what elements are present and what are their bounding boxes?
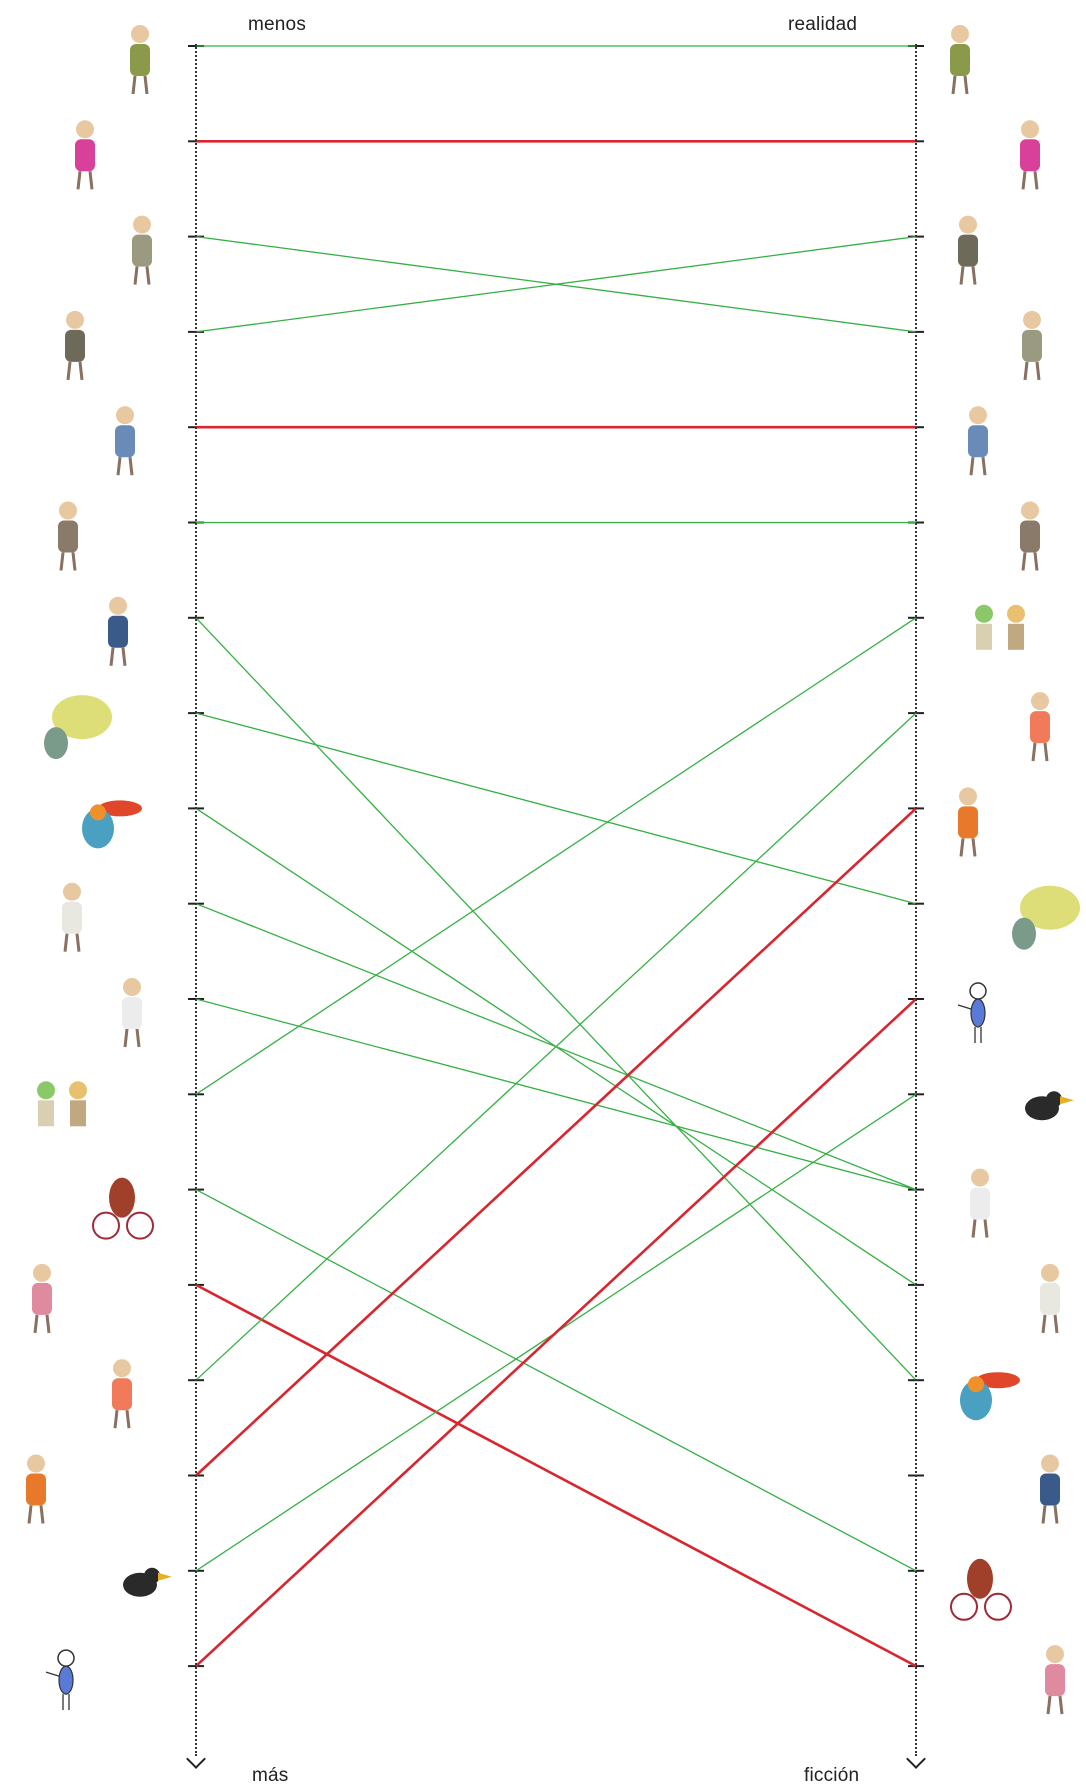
wild-hair-kid-illustration <box>958 787 978 857</box>
stick-figure-illustration <box>957 982 987 1043</box>
connection-line-red <box>195 998 917 1668</box>
white-rabbit-illustration <box>62 882 82 952</box>
red-bird-illustration <box>82 800 142 849</box>
dancing-girl-illustration <box>75 120 95 190</box>
wild-hair-kid-illustration <box>26 1454 46 1524</box>
two-children-illustration <box>37 1081 87 1127</box>
dancing-girl-illustration <box>1020 120 1040 190</box>
connection-line-red <box>195 807 917 1477</box>
label-reality: realidad <box>788 14 858 35</box>
red-balloon-kid-illustration <box>112 1359 132 1429</box>
connection-line-red <box>195 1283 917 1668</box>
right-characters <box>950 25 1080 1715</box>
small-boy-illustration <box>132 215 152 285</box>
mouse-in-dress-illustration <box>1045 1645 1065 1715</box>
connection-line-green <box>195 712 917 1381</box>
red-bird-illustration <box>960 1372 1020 1421</box>
label-less: menos <box>248 14 307 35</box>
connection-line-green <box>195 998 917 1191</box>
black-crow-illustration <box>1025 1091 1074 1121</box>
connection-line-green <box>195 712 917 905</box>
left-characters <box>26 25 172 1711</box>
girl-reading-illustration <box>115 406 135 476</box>
connection-line-green <box>195 1189 917 1572</box>
dog-illustration <box>1020 501 1040 571</box>
label-fiction: ficción <box>804 1765 860 1786</box>
small-boy-illustration <box>1022 310 1042 381</box>
stick-figure-illustration <box>45 1649 75 1711</box>
dog-illustration <box>58 501 78 571</box>
man-with-hat-illustration <box>1040 1454 1060 1524</box>
connections <box>195 45 917 1668</box>
connection-line-green <box>195 617 917 1095</box>
label-more: más <box>252 1765 289 1786</box>
connection-line-green <box>195 617 917 1381</box>
old-man-illustration <box>130 25 150 95</box>
bag-with-cloud-illustration <box>1012 885 1080 950</box>
white-goose-illustration <box>122 978 142 1048</box>
right-axis <box>915 44 917 1756</box>
two-children-illustration <box>975 604 1025 650</box>
man-with-hat-illustration <box>108 596 128 666</box>
white-rabbit-illustration <box>1040 1263 1060 1334</box>
black-crow-illustration <box>123 1567 172 1597</box>
old-man-illustration <box>950 25 970 95</box>
left-axis <box>195 44 197 1756</box>
bearded-man-with-suitcase-illustration <box>958 215 978 285</box>
girl-reading-illustration <box>968 406 988 476</box>
bear-on-bicycle-illustration <box>950 1558 1012 1621</box>
white-goose-illustration <box>970 1168 990 1238</box>
bag-with-cloud-illustration <box>44 695 112 760</box>
bear-on-bicycle-illustration <box>92 1177 154 1240</box>
mouse-in-dress-illustration <box>32 1263 52 1334</box>
connection-line-green <box>195 235 917 333</box>
bearded-man-with-suitcase-illustration <box>65 310 85 381</box>
red-balloon-kid-illustration <box>1030 692 1050 762</box>
